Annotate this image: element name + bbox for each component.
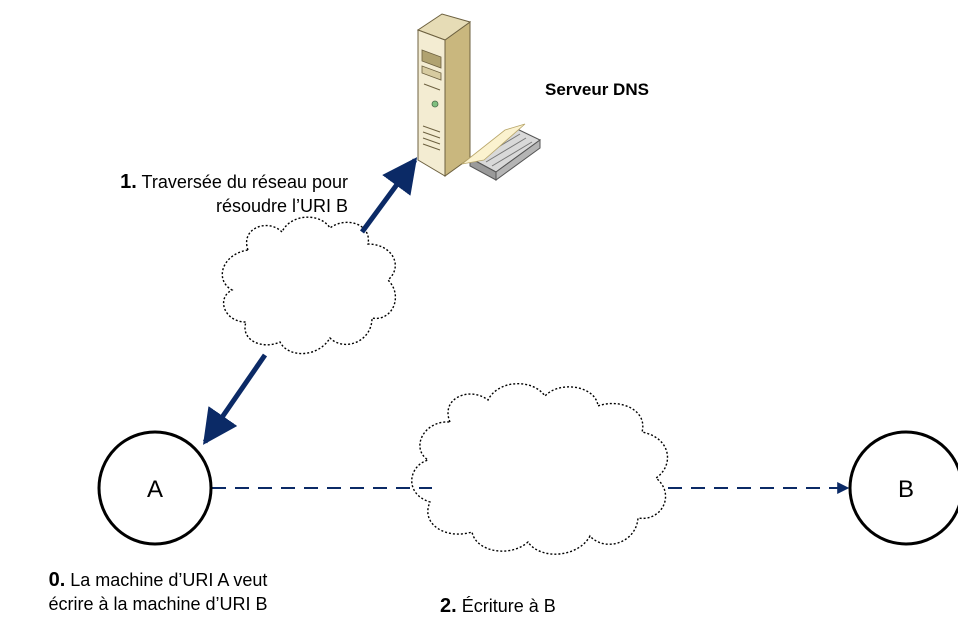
node-a-label: A (147, 476, 163, 503)
dns-server-label: Serveur DNS (545, 80, 649, 99)
step-2-caption: 2. Écriture à B (440, 594, 556, 618)
step-0-line-2: écrire à la machine d’URI B (48, 594, 268, 614)
step-0-number: 0. (48, 569, 66, 591)
node-b (848, 430, 958, 546)
query-arrow-to-dns (359, 157, 418, 234)
step-1-number: 1. (120, 171, 137, 193)
node-a (97, 430, 213, 546)
server-tower-icon (416, 13, 541, 181)
step-2-number: 2. (440, 595, 457, 617)
response-arrow-to-a (202, 353, 268, 445)
step-0-line-1: La machine d’URI A veut (70, 570, 268, 590)
step-0-caption: 0. La machine d’URI A veut écrire à la m… (0, 568, 316, 616)
step-1-caption: 1. Traversée du réseau pour résoudre l’U… (30, 170, 348, 218)
network-cloud-icon (221, 216, 397, 355)
node-b-label: B (898, 476, 914, 503)
step-1-line-1: Traversée du réseau pour (141, 172, 348, 192)
step-2-text: Écriture à B (461, 596, 556, 616)
step-1-line-2: résoudre l’URI B (215, 196, 348, 216)
network-cloud-icon (411, 382, 669, 555)
